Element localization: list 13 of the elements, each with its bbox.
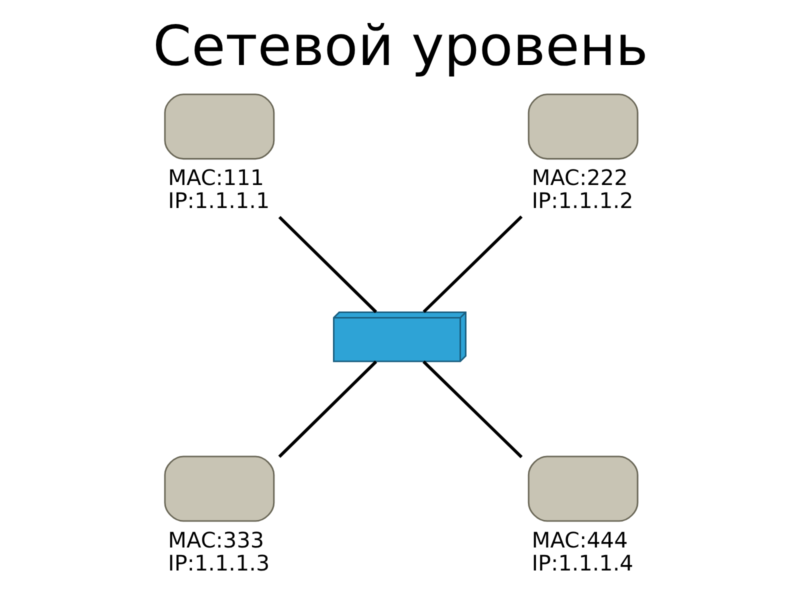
node-label: IP:1.1.1.4 <box>531 551 633 576</box>
node-label: IP:1.1.1.2 <box>531 189 633 214</box>
connector <box>278 360 377 458</box>
diagram-title: Сетевой уровень <box>152 14 648 79</box>
node-label: MAC:111 <box>167 166 264 192</box>
node-label: MAC:222 <box>531 166 628 192</box>
connector <box>422 215 522 313</box>
connector <box>422 360 522 458</box>
node-label: IP:1.1.1.3 <box>167 551 270 576</box>
node-label: MAC:444 <box>531 528 628 554</box>
node-label: IP:1.1.1.1 <box>167 189 270 214</box>
connector <box>278 216 377 314</box>
node-label: MAC:333 <box>167 528 264 554</box>
